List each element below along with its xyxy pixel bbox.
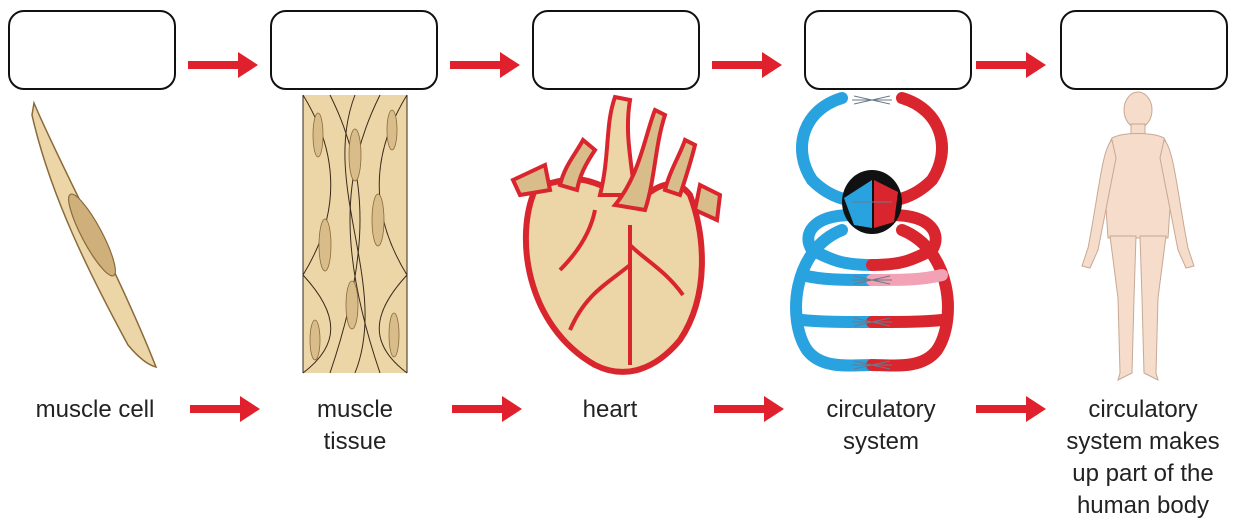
answer-box-4[interactable] xyxy=(804,10,972,90)
bottom-arrow-4-icon xyxy=(976,394,1048,424)
label-line: system xyxy=(796,426,966,458)
circulatory-system-illustration xyxy=(782,90,962,380)
label-line: circulatory xyxy=(1048,394,1238,426)
answer-box-2[interactable] xyxy=(270,10,438,90)
label-line: human body xyxy=(1048,490,1238,522)
label-muscle-tissue: muscle tissue xyxy=(280,394,430,458)
label-line: heart xyxy=(540,394,680,426)
label-line: tissue xyxy=(280,426,430,458)
top-arrow-3-icon xyxy=(712,50,784,80)
top-arrow-1-icon xyxy=(188,50,260,80)
label-muscle-cell: muscle cell xyxy=(10,394,180,426)
bottom-arrow-3-icon xyxy=(714,394,786,424)
label-line: up part of the xyxy=(1048,458,1238,490)
label-human-body: circulatory system makes up part of the … xyxy=(1048,394,1238,522)
muscle-tissue-illustration xyxy=(300,95,410,375)
answer-box-1[interactable] xyxy=(8,10,176,90)
label-line: muscle cell xyxy=(10,394,180,426)
answer-box-5[interactable] xyxy=(1060,10,1228,90)
muscle-cell-illustration xyxy=(20,95,170,375)
human-body-illustration xyxy=(1068,88,1208,388)
bottom-arrow-1-icon xyxy=(190,394,262,424)
label-line: system makes xyxy=(1048,426,1238,458)
label-heart: heart xyxy=(540,394,680,426)
top-arrow-2-icon xyxy=(450,50,522,80)
label-line: muscle xyxy=(280,394,430,426)
label-circulatory-system: circulatory system xyxy=(796,394,966,458)
top-arrow-4-icon xyxy=(976,50,1048,80)
answer-box-3[interactable] xyxy=(532,10,700,90)
bottom-arrow-2-icon xyxy=(452,394,524,424)
label-line: circulatory xyxy=(796,394,966,426)
heart-illustration xyxy=(505,95,725,380)
